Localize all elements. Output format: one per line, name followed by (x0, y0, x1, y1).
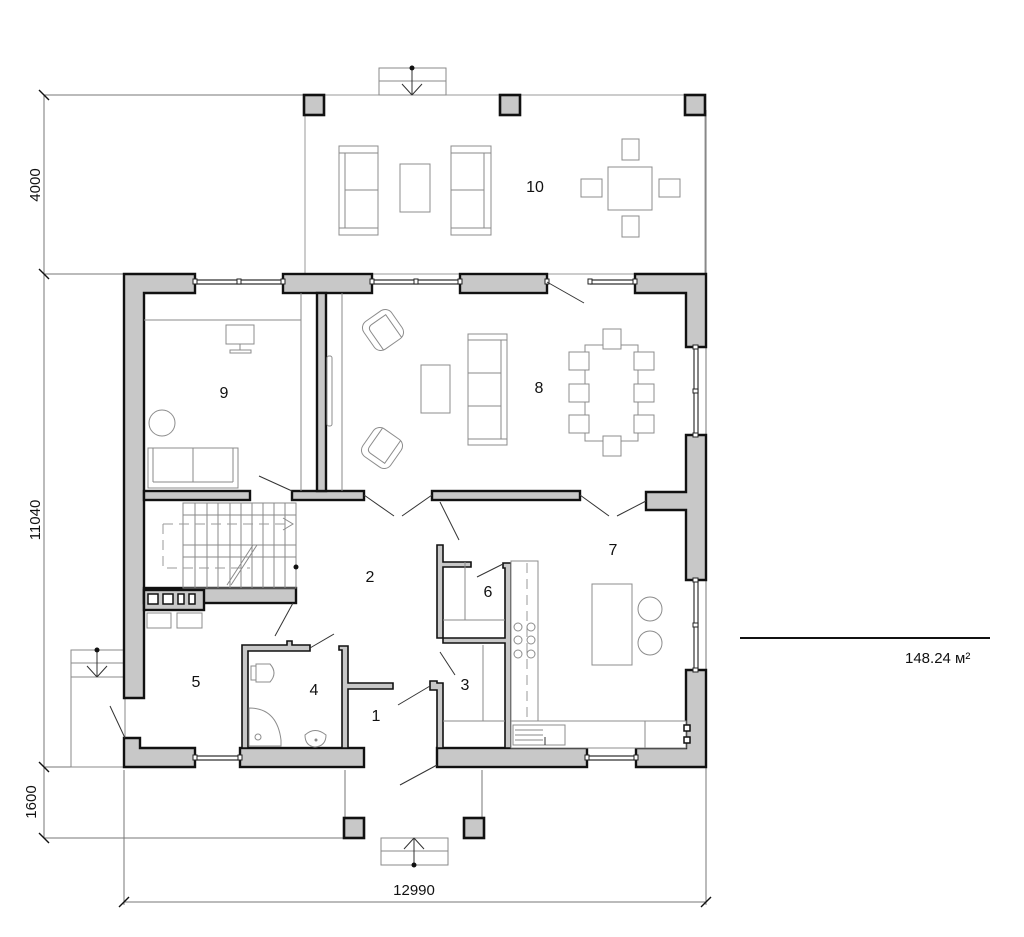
window[interactable] (692, 577, 699, 673)
terrace-steps (378, 65, 447, 96)
armchair (361, 308, 405, 352)
window[interactable] (192, 278, 286, 285)
pantry-shelves (443, 562, 505, 722)
outdoor-coffee-table (399, 163, 431, 213)
room-label-2: 2 (366, 569, 375, 586)
porch (70, 647, 486, 868)
room-label-7: 7 (609, 542, 618, 559)
toilet (250, 663, 275, 683)
cooktop (513, 622, 536, 659)
room-label-10: 10 (526, 179, 544, 196)
room-label-9: 9 (220, 385, 229, 402)
terrace-depth-dimension: 4000 (27, 168, 44, 201)
monitor (225, 324, 255, 345)
sink (512, 724, 566, 746)
staircase (162, 502, 299, 589)
house-depth-dimension: 11040 (27, 500, 44, 541)
terrace-door-window[interactable] (544, 278, 638, 304)
room-label-1: 1 (372, 708, 381, 725)
armchair (360, 426, 404, 470)
sofa (467, 333, 508, 446)
room-label-5: 5 (192, 674, 201, 691)
room-label-4: 4 (310, 682, 319, 699)
dining-table-set (568, 328, 655, 457)
column (462, 816, 486, 840)
window[interactable] (692, 344, 699, 438)
exterior-walls (122, 272, 708, 769)
bar-stool (637, 630, 663, 656)
door[interactable] (476, 563, 504, 578)
wardrobe-door (326, 355, 333, 427)
porch-depth-dimension: 1600 (23, 785, 40, 818)
door[interactable] (616, 500, 647, 517)
terrace (302, 65, 707, 275)
bar-stool (637, 596, 663, 622)
round-table (148, 409, 176, 437)
outdoor-sofa (338, 145, 379, 236)
door[interactable] (258, 475, 293, 492)
column (683, 93, 707, 117)
room-9-furniture (144, 293, 302, 491)
window[interactable] (192, 754, 243, 761)
side-entrance-steps (70, 647, 126, 768)
door[interactable] (579, 494, 610, 517)
porch-steps (380, 837, 449, 868)
doors[interactable] (109, 475, 647, 786)
door[interactable] (397, 685, 431, 706)
outdoor-dining-set (580, 138, 681, 238)
door[interactable] (401, 494, 433, 517)
room-label-6: 6 (484, 584, 493, 601)
door[interactable] (439, 651, 456, 676)
window[interactable] (369, 278, 463, 285)
side-door[interactable] (109, 705, 126, 739)
shower (248, 707, 282, 747)
bathroom-fixtures (248, 663, 327, 748)
room-labels: 1 2 3 4 5 6 7 8 9 10 (192, 179, 618, 725)
room-5-storage (146, 612, 203, 629)
room-label-3: 3 (461, 677, 470, 694)
entrance-door[interactable] (399, 764, 438, 786)
column (498, 93, 522, 117)
windows[interactable] (192, 278, 699, 761)
door[interactable] (439, 501, 460, 541)
door[interactable] (274, 602, 294, 637)
outdoor-sofa (450, 145, 492, 236)
kitchen-island (591, 583, 633, 666)
column (302, 93, 326, 117)
room-8-furniture (326, 293, 655, 491)
room-label-8: 8 (535, 380, 544, 397)
house-width-dimension: 12990 (393, 882, 435, 899)
total-area-label: 148.24 м² (905, 650, 971, 667)
window[interactable] (584, 754, 639, 761)
coffee-table (420, 364, 451, 414)
area-underline (740, 637, 990, 639)
column (342, 816, 366, 840)
kitchen (510, 560, 691, 749)
door[interactable] (363, 494, 395, 517)
door[interactable] (309, 633, 335, 649)
